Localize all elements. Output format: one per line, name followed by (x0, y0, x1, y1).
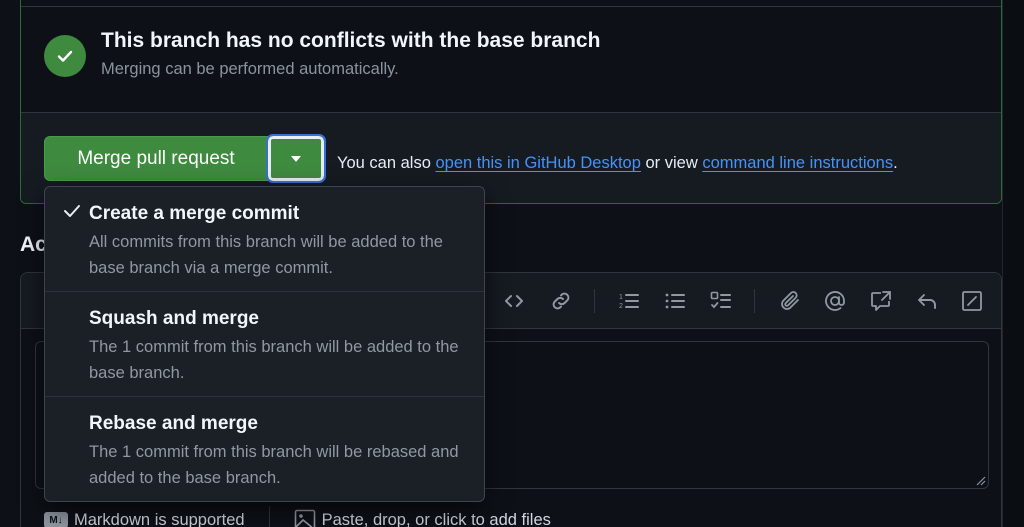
merge-method-dropdown-button[interactable] (266, 134, 326, 183)
editor-footer: M↓ Markdown is supported Paste, drop, or… (44, 506, 551, 527)
cross-reference-icon[interactable] (869, 289, 893, 313)
mention-icon[interactable] (823, 289, 847, 313)
menu-item-title: Create a merge commit (89, 203, 300, 224)
command-line-instructions-link[interactable]: command line instructions (702, 154, 894, 172)
task-list-icon[interactable] (709, 289, 733, 313)
checkmark-icon (64, 205, 80, 217)
merge-status-title: This branch has no conflicts with the ba… (101, 29, 601, 52)
svg-text:2: 2 (619, 303, 623, 310)
add-files-button[interactable]: Paste, drop, or click to add files (321, 510, 551, 527)
menu-item-create-merge-commit[interactable]: Create a merge commit All commits from t… (45, 187, 484, 292)
menu-item-description: All commits from this branch will be add… (89, 233, 443, 277)
menu-item-rebase-and-merge[interactable]: Rebase and merge The 1 commit from this … (45, 397, 484, 501)
alternative-merge-text: You can also open this in GitHub Desktop… (337, 154, 898, 173)
merge-status-row: This branch has no conflicts with the ba… (21, 7, 1001, 112)
toolbar-separator (754, 289, 755, 313)
merge-method-menu: Create a merge commit All commits from t… (44, 186, 485, 502)
add-comment-heading: Ac (20, 233, 47, 256)
merge-status-subtitle: Merging can be performed automatically. (101, 60, 399, 78)
menu-item-description: The 1 commit from this branch will be ad… (89, 338, 459, 382)
markdown-icon: M↓ (44, 512, 68, 527)
reply-icon[interactable] (915, 289, 939, 313)
divider (21, 6, 1001, 7)
menu-item-squash-and-merge[interactable]: Squash and merge The 1 commit from this … (45, 292, 484, 397)
menu-item-title: Rebase and merge (89, 413, 258, 434)
menu-item-title: Squash and merge (89, 308, 259, 329)
merge-button-group: Merge pull request (44, 134, 326, 183)
footer-separator (268, 506, 270, 527)
svg-text:1: 1 (619, 294, 623, 301)
also-suffix: . (893, 154, 898, 172)
link-icon[interactable] (549, 289, 573, 313)
code-icon[interactable] (502, 289, 526, 313)
also-prefix: You can also (337, 154, 436, 172)
resize-handle-icon[interactable] (976, 476, 986, 486)
merge-pull-request-button[interactable]: Merge pull request (44, 136, 268, 181)
check-circle-icon (44, 35, 86, 77)
page-right-gutter (1002, 0, 1024, 527)
toolbar-separator (594, 289, 595, 313)
attachment-icon[interactable] (778, 289, 802, 313)
open-in-github-desktop-link[interactable]: open this in GitHub Desktop (435, 154, 641, 172)
menu-item-description: The 1 commit from this branch will be re… (89, 443, 459, 487)
image-icon (294, 509, 315, 527)
fullscreen-icon[interactable] (960, 289, 984, 313)
unordered-list-icon[interactable] (663, 289, 687, 313)
also-middle: or view (640, 154, 703, 172)
ordered-list-icon[interactable]: 12 (617, 289, 641, 313)
triangle-down-icon (291, 155, 301, 162)
markdown-supported-link[interactable]: Markdown is supported (74, 510, 245, 527)
